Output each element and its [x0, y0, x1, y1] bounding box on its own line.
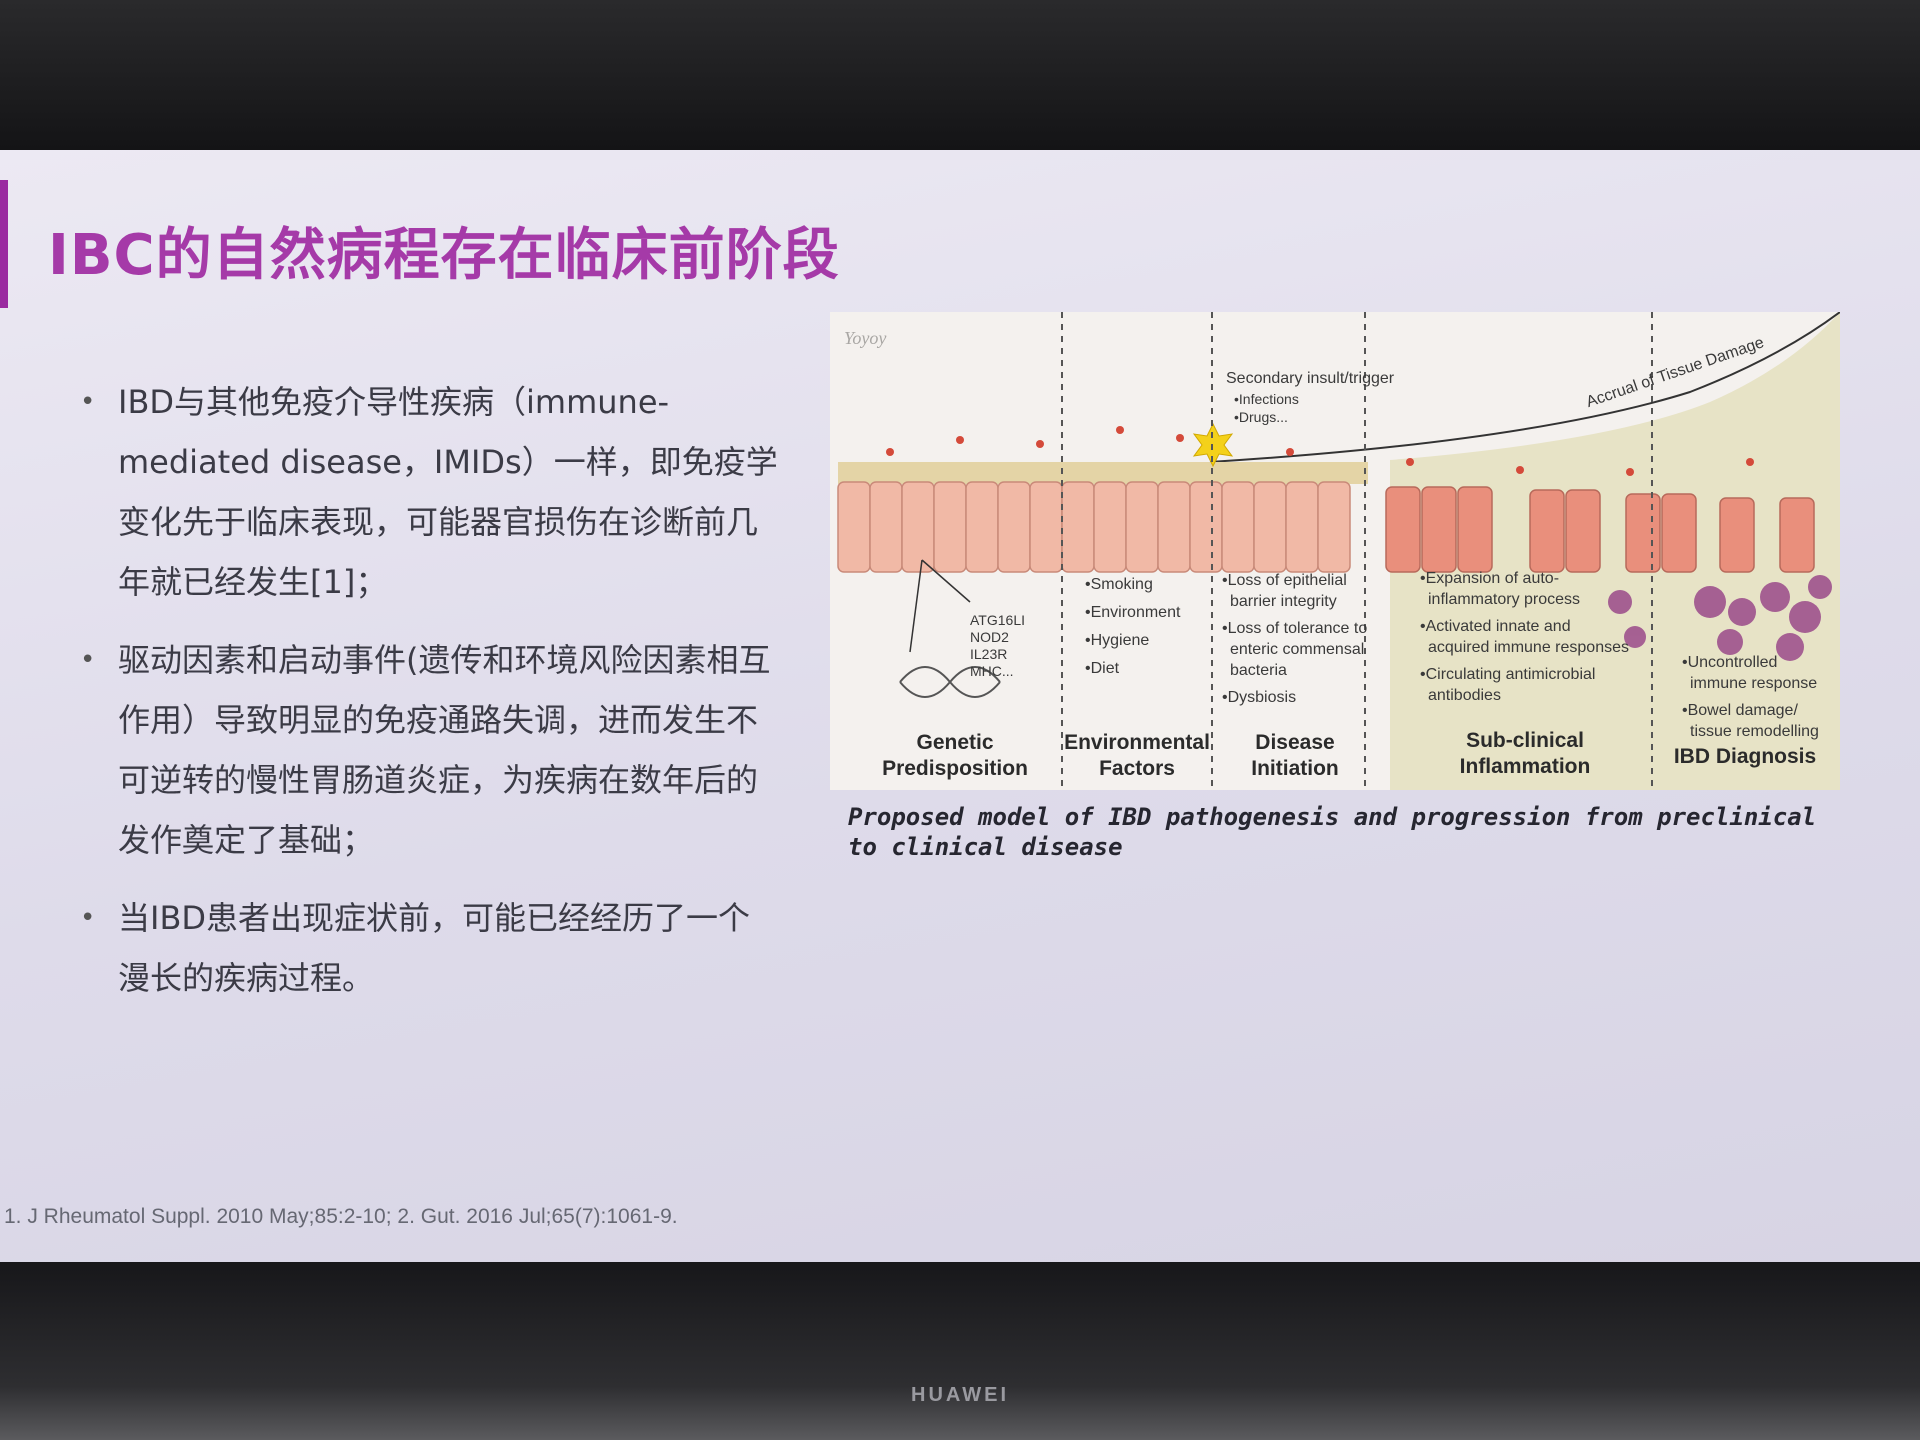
stage-line: Inflammation: [1459, 755, 1591, 778]
stage-line: Predisposition: [882, 757, 1028, 780]
gene-item: MHC...: [970, 663, 1014, 679]
stage-subclinical-inflammation: Sub-clinical Inflammation: [1430, 728, 1620, 780]
slide-title: IBC的自然病程存在临床前阶段: [48, 223, 840, 288]
subclinical-item: inflammatory process: [1428, 591, 1581, 608]
bullet-dot: •: [80, 903, 96, 933]
stage-line: Environmental: [1064, 731, 1210, 754]
env-factor-item: •Environment: [1085, 604, 1181, 621]
reference-citation: 1. J Rheumatol Suppl. 2010 May;85:2-10; …: [4, 1205, 678, 1228]
env-factor-item: •Diet: [1085, 660, 1120, 677]
subclinical-item: •Circulating antimicrobial: [1420, 666, 1596, 683]
stage-disease-initiation: Disease Initiation: [1220, 730, 1370, 782]
gene-pointer-right: [921, 559, 971, 603]
stage-line: IBD Diagnosis: [1673, 745, 1817, 768]
ibd-pathogenesis-figure: Yoyoy Secondary insult/trigger •Infectio…: [830, 312, 1840, 790]
stage-environmental-factors: Environmental Factors: [1062, 730, 1212, 782]
screen-bezel-bottom: [0, 1262, 1920, 1440]
inflamed-epithelium-cells: [1385, 486, 1815, 573]
initiation-item: bacteria: [1230, 662, 1287, 679]
subclinical-item: •Expansion of auto-: [1420, 570, 1560, 587]
bullet-text: 当IBD患者出现症状前，可能已经经历了一个漫长的疾病过程。: [118, 899, 751, 997]
stage-line: Sub-clinical: [1466, 729, 1584, 752]
bullet-item: • IBD与其他免疫介导性疾病（immune-mediated disease，I…: [78, 372, 778, 612]
initiation-item: enteric commensal: [1230, 641, 1365, 658]
mucus-layer: [838, 462, 1368, 484]
trigger-infections: •Infections: [1234, 391, 1299, 407]
bullet-list: • IBD与其他免疫介导性疾病（immune-mediated disease，I…: [78, 372, 778, 1026]
diagnosis-item: •Bowel damage/: [1682, 702, 1798, 719]
gene-pointer-left: [909, 559, 923, 653]
dna-helix: [899, 666, 1001, 698]
device-brand-logo: HUAWEI: [911, 1384, 1009, 1406]
screen-bezel-top: [0, 0, 1920, 150]
figure-caption: Proposed model of IBD pathogenesis and p…: [848, 803, 1817, 861]
stage-line: Disease: [1255, 731, 1335, 754]
diagnosis-item: •Uncontrolled: [1682, 654, 1778, 671]
stage-line: Genetic: [916, 731, 994, 754]
accrual-curve: [1209, 312, 1840, 463]
stage-genetic-predisposition: Genetic Predisposition: [870, 730, 1040, 782]
title-accent-bar: [0, 180, 8, 308]
subclinical-item: antibodies: [1428, 687, 1501, 704]
gene-item: NOD2: [970, 629, 1009, 645]
diagnosis-item: immune response: [1690, 675, 1818, 692]
bullet-dot: •: [80, 387, 96, 417]
initiation-item: •Dysbiosis: [1222, 689, 1297, 706]
env-factor-item: •Hygiene: [1085, 632, 1150, 649]
tissue-damage-area: [1390, 312, 1840, 790]
bullet-dot: •: [80, 645, 96, 675]
immune-cells: [1608, 575, 1832, 661]
bullet-item: • 驱动因素和启动事件(遗传和环境风险因素相互作用）导致明显的免疫通路失调，进而发…: [78, 630, 778, 870]
initiation-item: •Loss of tolerance to: [1222, 620, 1368, 637]
figure-logo: Yoyoy: [844, 328, 887, 348]
stage-dividers: [1061, 312, 1653, 790]
gene-item: ATG16LI: [970, 612, 1025, 628]
trigger-drugs: •Drugs...: [1234, 409, 1288, 425]
stage-line: Factors: [1099, 757, 1175, 780]
bullet-text: IBD与其他免疫介导性疾病（immune-mediated disease，IM…: [118, 383, 778, 601]
gene-item: IL23R: [970, 646, 1008, 662]
subclinical-item: acquired immune responses: [1428, 639, 1629, 656]
figure-illustration: [837, 312, 1840, 790]
bullet-text: 驱动因素和启动事件(遗传和环境风险因素相互作用）导致明显的免疫通路失调，进而发生…: [118, 641, 771, 859]
stage-ibd-diagnosis: IBD Diagnosis: [1660, 744, 1830, 770]
diagnosis-item: tissue remodelling: [1690, 723, 1819, 740]
env-factor-item: •Smoking: [1085, 576, 1153, 593]
epithelium-cells: [837, 481, 1351, 573]
microbe-dots: [886, 426, 1754, 476]
bullet-item: • 当IBD患者出现症状前，可能已经经历了一个漫长的疾病过程。: [78, 888, 778, 1008]
secondary-trigger-title: Secondary insult/trigger: [1226, 370, 1395, 387]
initiation-item: •Loss of epithelial: [1222, 572, 1347, 589]
subclinical-item: •Activated innate and: [1420, 618, 1571, 635]
initiation-item: barrier integrity: [1230, 593, 1337, 610]
stage-line: Initiation: [1251, 757, 1339, 780]
